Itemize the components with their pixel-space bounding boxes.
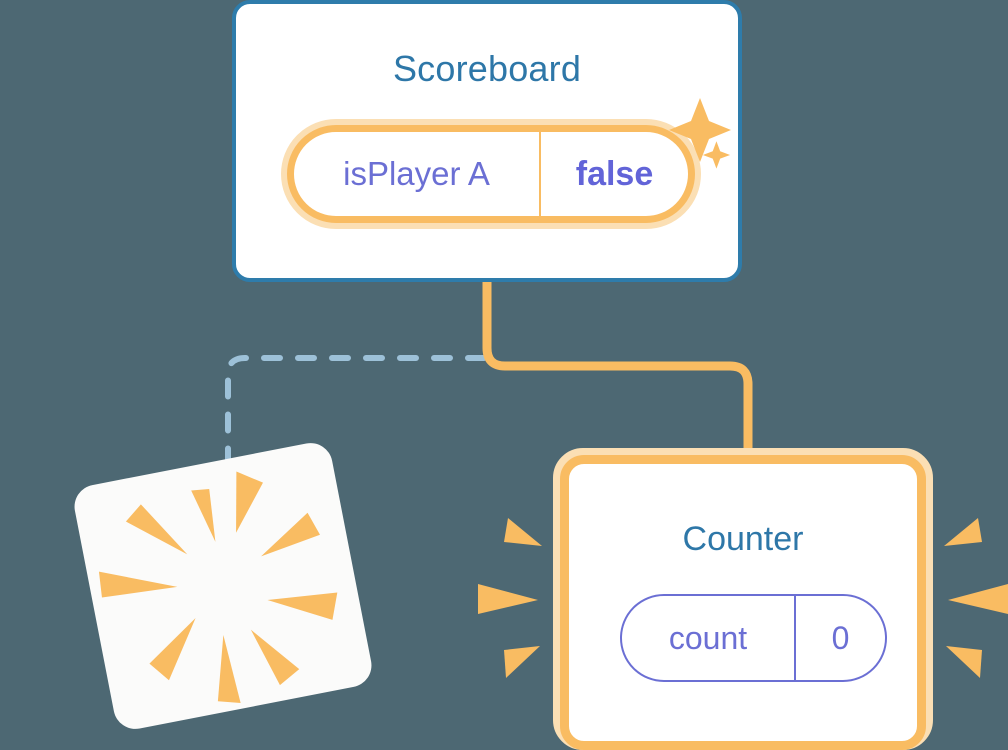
scoreboard-pill-glow — [281, 119, 701, 229]
counter-card[interactable]: Counter count 0 — [560, 455, 926, 750]
connector-dashed-scoreboard-to-burst-card — [225, 355, 487, 503]
burst-ray — [98, 571, 178, 598]
scoreboard-title: Scoreboard — [392, 48, 582, 89]
sparkle-large-icon — [669, 98, 731, 162]
burst-ray — [250, 629, 300, 686]
counter-ray-right — [948, 584, 1008, 614]
burst-ray — [149, 618, 196, 681]
scoreboard-property-value: false — [575, 154, 654, 193]
counter-ray-right — [944, 518, 982, 546]
burst-ray — [125, 504, 188, 555]
counter-property-pill[interactable]: count 0 — [620, 594, 887, 682]
counter-ray-left — [478, 584, 538, 614]
sparkle-small-icon — [702, 141, 731, 169]
counter-property-value: 0 — [831, 619, 850, 656]
connector-solid-scoreboard-to-counter — [482, 280, 753, 470]
scoreboard-property-key: isPlayer A — [294, 132, 541, 216]
burst-ray — [261, 512, 320, 557]
scoreboard-property-pill[interactable]: isPlayer A false — [281, 119, 701, 229]
counter-title: Counter — [682, 520, 804, 558]
burst-ray — [267, 592, 338, 620]
burst-ray — [191, 489, 216, 542]
burst-ray — [217, 635, 241, 703]
scoreboard-card[interactable]: Scoreboard isPlayer A false — [232, 0, 742, 282]
burst-ray — [236, 471, 263, 533]
counter-ray-right — [946, 646, 982, 678]
counter-property-key: count — [622, 596, 796, 680]
counter-ray-left — [504, 646, 540, 678]
counter-ray-left — [504, 518, 542, 546]
